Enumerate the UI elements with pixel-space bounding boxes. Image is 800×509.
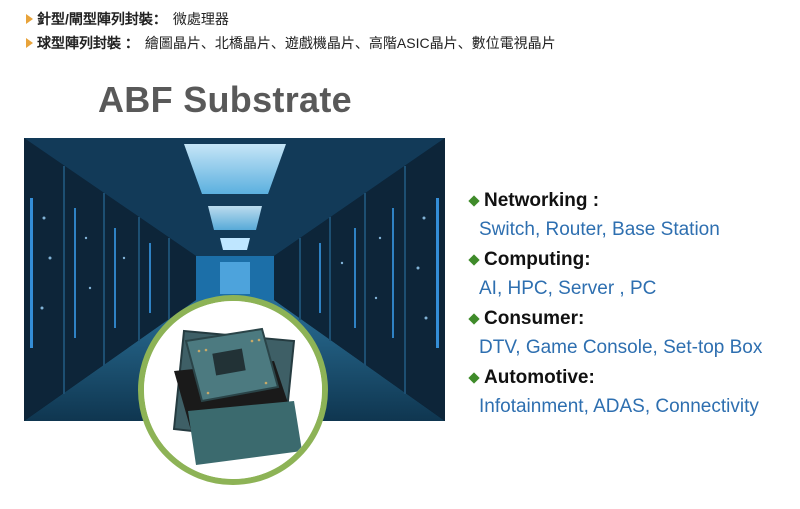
application-desc: DTV, Game Console, Set-top Box	[479, 337, 763, 358]
green-diamond-icon	[468, 313, 480, 325]
orange-triangle-icon	[26, 14, 33, 24]
package-key: 球型陣列封裝 ：	[37, 35, 139, 51]
application-heading: Computing:	[468, 247, 798, 273]
application-heading: Automotive:	[468, 365, 798, 391]
green-diamond-icon	[468, 372, 480, 384]
application-desc: Switch, Router, Base Station	[479, 219, 720, 240]
green-diamond-icon	[468, 254, 480, 266]
package-value: 微處理器	[172, 11, 229, 27]
chip-image	[138, 295, 328, 485]
application-heading: Consumer:	[468, 306, 798, 332]
package-key: 針型/閘型陣列封裝：	[37, 11, 167, 27]
application-heading-text: Computing:	[484, 249, 591, 270]
green-diamond-icon	[468, 195, 480, 207]
application-heading-text: Networking :	[484, 190, 600, 211]
orange-triangle-icon	[26, 38, 33, 48]
application-heading-text: Consumer:	[484, 308, 585, 329]
applications-list: Networking : Switch, Router, Base Statio…	[468, 188, 798, 424]
application-desc: Infotainment, ADAS, Connectivity	[479, 396, 759, 417]
application-heading-text: Automotive:	[484, 367, 595, 388]
application-item: Computing: AI, HPC, Server , PC	[468, 247, 798, 301]
application-item: Consumer: DTV, Game Console, Set-top Box	[468, 306, 798, 360]
page-title: ABF Substrate	[98, 79, 352, 120]
package-line-bga: 球型陣列封裝 ： 繪圖晶片、北橋晶片、遊戲機晶片、高階ASIC晶片、數位電視晶片	[26, 33, 556, 53]
application-heading: Networking :	[468, 188, 798, 214]
application-desc: AI, HPC, Server , PC	[479, 278, 657, 299]
application-item: Networking : Switch, Router, Base Statio…	[468, 188, 798, 242]
application-item: Automotive: Infotainment, ADAS, Connecti…	[468, 365, 798, 419]
server-room-image	[24, 138, 445, 421]
package-line-pga: 針型/閘型陣列封裝： 微處理器	[26, 9, 229, 29]
package-value: 繪圖晶片、北橋晶片、遊戲機晶片、高階ASIC晶片、數位電視晶片	[144, 35, 556, 51]
